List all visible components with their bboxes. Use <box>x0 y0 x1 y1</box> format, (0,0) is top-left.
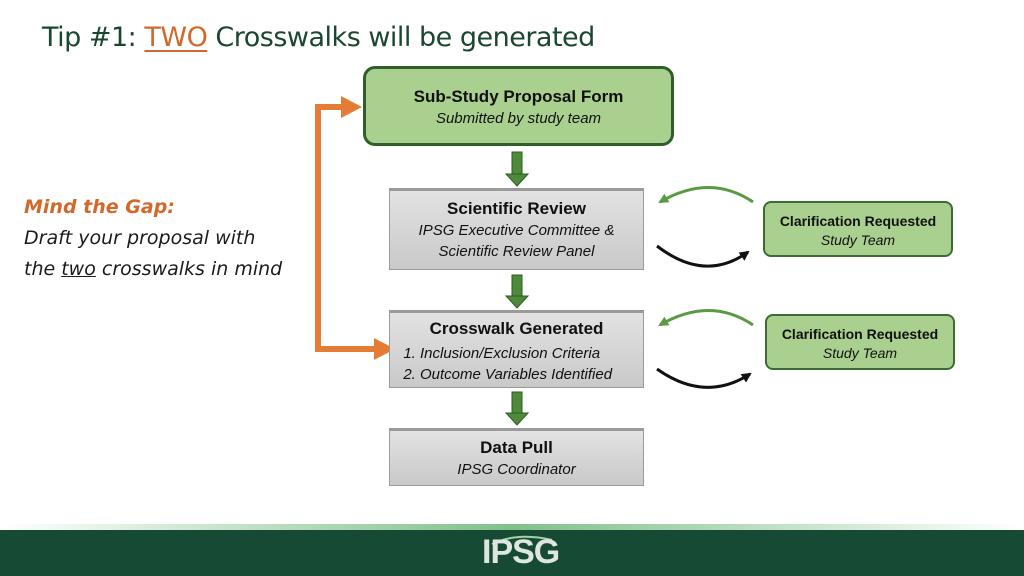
scientific-review-box: Scientific Review IPSG Executive Committ… <box>389 188 644 270</box>
proposal-title: Sub-Study Proposal Form <box>413 87 624 106</box>
down-arrow-3 <box>504 391 530 426</box>
title-highlight: TWO <box>144 22 208 53</box>
orange-bracket-arrow <box>315 104 378 352</box>
proposal-subtitle: Submitted by study team <box>435 110 602 127</box>
data-pull-subtitle: IPSG Coordinator <box>457 461 576 478</box>
mind-the-gap-title: Mind the Gap: <box>24 196 175 218</box>
scientific-review-line-2: Scientific Review Panel <box>438 243 595 260</box>
orange-arrowhead-top <box>341 96 362 118</box>
mind-the-gap-note: Mind the Gap: Draft your proposal with t… <box>24 192 324 285</box>
orange-arrowhead-bottom <box>374 338 395 360</box>
logo-text: IPSG <box>482 533 560 571</box>
clarification-loop-send-1 <box>656 244 750 268</box>
title-prefix: Tip #1: <box>42 22 145 53</box>
mind-the-gap-line-1: Draft your proposal with <box>24 227 256 249</box>
logo-swoosh-icon <box>491 535 553 545</box>
crosswalk-generated-box: Crosswalk Generated Inclusion/Exclusion … <box>389 310 644 388</box>
underlined-two: two <box>61 258 96 280</box>
scientific-review-line-1: IPSG Executive Committee & <box>418 222 615 239</box>
down-arrow-1 <box>504 151 530 187</box>
proposal-form-box: Sub-Study Proposal Form Submitted by stu… <box>363 66 674 146</box>
clarification-loop-return-2 <box>658 309 754 327</box>
clarification-subtitle: Study Team <box>820 232 896 248</box>
crosswalk-title: Crosswalk Generated <box>429 319 604 338</box>
down-arrow-2 <box>504 274 530 309</box>
scientific-review-title: Scientific Review <box>447 199 586 218</box>
clarification-box-2: Clarification Requested Study Team <box>765 314 955 370</box>
data-pull-box: Data Pull IPSG Coordinator <box>389 428 644 486</box>
crosswalk-item: Outcome Variables Identified <box>420 364 643 385</box>
clarification-box-1: Clarification Requested Study Team <box>763 201 953 257</box>
clarification-subtitle: Study Team <box>822 345 898 361</box>
clarification-loop-send-2 <box>656 367 752 389</box>
mind-the-gap-line-2: the two crosswalks in mind <box>24 258 283 280</box>
crosswalk-list: Inclusion/Exclusion Criteria Outcome Var… <box>390 343 643 385</box>
clarification-loop-return-1 <box>658 186 754 204</box>
ipsg-logo: IPSG <box>482 532 562 572</box>
page-title: Tip #1: TWO Crosswalks will be generated <box>42 22 595 53</box>
crosswalk-item: Inclusion/Exclusion Criteria <box>420 343 643 364</box>
title-suffix: Crosswalks will be generated <box>207 22 595 53</box>
footer-stripe <box>0 524 1024 532</box>
clarification-title: Clarification Requested <box>779 213 937 229</box>
data-pull-title: Data Pull <box>480 438 553 457</box>
clarification-title: Clarification Requested <box>781 326 939 342</box>
